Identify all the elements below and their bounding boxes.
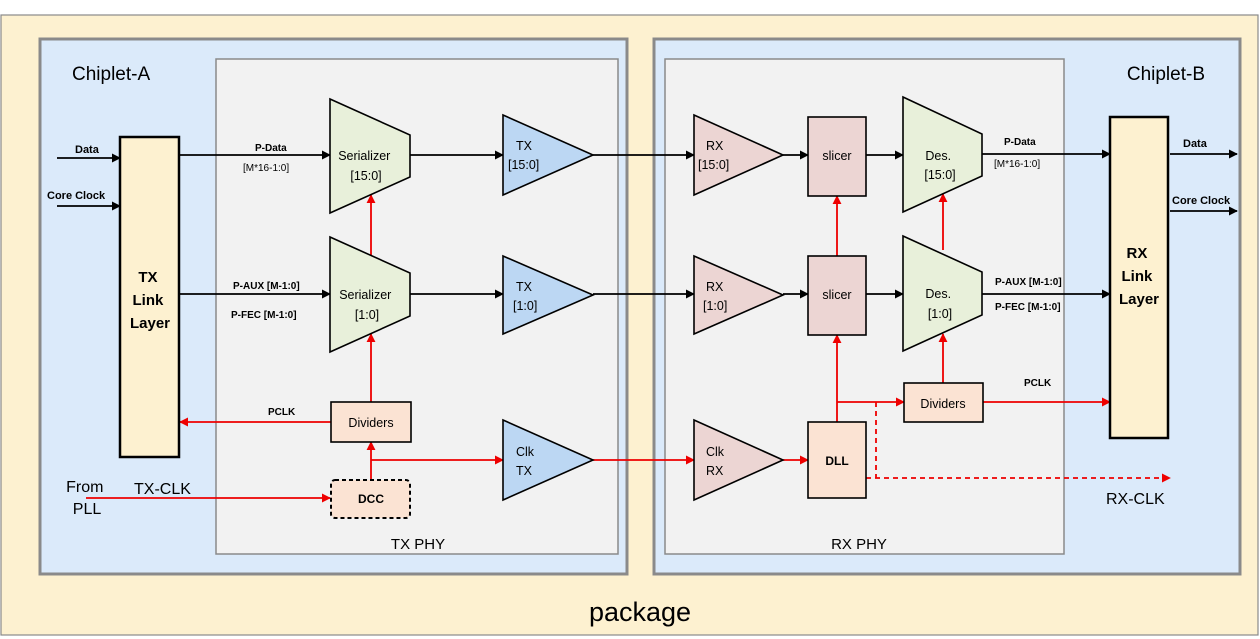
deserializer-data-width: [15:0]: [924, 168, 955, 182]
clk-tx-label-1: Clk: [516, 445, 535, 459]
rx-link-layer: RX Link Layer: [1108, 115, 1170, 440]
serializer-aux: Serializer [1:0]: [329, 235, 411, 354]
deserializer-aux-width: [1:0]: [928, 307, 952, 321]
rx-receiver-aux-label: RX: [706, 280, 724, 294]
svg-text:Des. [15:0]: Des. [15:0]: [924, 149, 955, 182]
tx-driver-aux: TX [1:0]: [502, 254, 596, 336]
rx-link-layer-label-3: Layer: [1119, 291, 1159, 308]
output-core-clock-label: Core Clock: [1172, 195, 1231, 207]
rx-clk-label: RX-CLK: [1106, 491, 1165, 508]
svg-text:Serializer [15:0]: Serializer [15:0]: [338, 149, 394, 183]
svg-text:TX [15:0]: TX [15:0]: [508, 139, 539, 172]
tx-clk-label: TX-CLK: [134, 481, 191, 498]
svg-text:TX Link Layer: TX Link Layer: [130, 269, 170, 332]
serializer-data: Serializer [15:0]: [329, 97, 411, 215]
tx-driver-aux-width: [1:0]: [513, 299, 537, 313]
svg-text:RX [1:0]: RX [1:0]: [703, 280, 727, 313]
input-data-label: Data: [75, 144, 100, 156]
tx-dividers-label: Dividers: [348, 416, 393, 430]
clk-rx-receiver: Clk RX: [693, 418, 785, 502]
rx-receiver-data-width: [15:0]: [698, 158, 729, 172]
clk-rx-label-1: Clk: [706, 445, 725, 459]
dcc-block: DCC: [330, 479, 411, 519]
serializer-data-label: Serializer: [338, 149, 390, 163]
svg-text:RX [15:0]: RX [15:0]: [698, 139, 729, 172]
tx-link-layer-label-3: Layer: [130, 315, 170, 332]
rx-p-data-width-label: [M*16-1:0]: [994, 159, 1040, 170]
tx-p-fec-label: P-FEC [M-1:0]: [231, 310, 297, 321]
rx-phy-label: RX PHY: [831, 536, 887, 553]
tx-driver-aux-label: TX: [516, 280, 533, 294]
rx-dividers: Dividers: [903, 382, 984, 423]
clk-tx-label-2: TX: [516, 464, 533, 478]
tx-pclk-label: PCLK: [268, 407, 296, 418]
svg-text:Serializer [1:0]: Serializer [1:0]: [339, 288, 395, 322]
tx-driver-data: TX [15:0]: [502, 113, 595, 197]
slicer-aux-label: slicer: [822, 288, 851, 302]
deserializer-aux-label: Des.: [925, 287, 951, 301]
rx-receiver-aux-width: [1:0]: [703, 299, 727, 313]
svg-text:Clk RX: Clk RX: [706, 445, 728, 478]
clk-tx-driver: Clk TX: [502, 418, 595, 502]
svg-text:TX [1:0]: TX [1:0]: [513, 280, 537, 313]
rx-pclk-label: PCLK: [1024, 378, 1052, 389]
tx-p-data-label: P-Data: [255, 143, 287, 154]
tx-p-data-width-label: [M*16-1:0]: [243, 163, 289, 174]
rx-receiver-data: RX [15:0]: [693, 113, 785, 197]
dll-label: DLL: [825, 454, 848, 468]
from-pll-line-2: PLL: [73, 501, 102, 518]
rx-link-layer-label-1: RX: [1126, 245, 1147, 262]
clock-connections: [86, 193, 1111, 503]
tx-dividers: Dividers: [330, 401, 412, 443]
slicer-data-label: slicer: [822, 149, 851, 163]
tx-link-layer-label-2: Link: [132, 292, 163, 309]
slicer-aux: slicer: [807, 255, 867, 336]
rx-clk-dashed-path: [866, 402, 1171, 483]
clk-rx-label-2: RX: [706, 464, 724, 478]
tx-link-layer-label-1: TX: [138, 269, 157, 286]
dcc-label: DCC: [358, 492, 384, 506]
rx-p-fec-label: P-FEC [M-1:0]: [995, 302, 1061, 313]
input-core-clock-label: Core Clock: [47, 190, 106, 202]
tx-driver-data-label: TX: [516, 139, 533, 153]
rx-receiver-aux: RX [1:0]: [693, 254, 785, 336]
svg-text:Des. [1:0]: Des. [1:0]: [925, 287, 954, 321]
svg-text:Clk TX: Clk TX: [516, 445, 538, 478]
serializer-data-width: [15:0]: [350, 169, 381, 183]
from-pll-line-1: From: [66, 479, 103, 496]
serializer-aux-label: Serializer: [339, 288, 391, 302]
rx-link-layer-label-2: Link: [1121, 268, 1152, 285]
package-label: package: [589, 597, 691, 627]
rx-receiver-data-label: RX: [706, 139, 724, 153]
deserializer-data: Des. [15:0]: [902, 95, 983, 214]
dll-block: DLL: [807, 421, 867, 499]
deserializer-aux: Des. [1:0]: [902, 234, 983, 353]
deserializer-data-label: Des.: [925, 149, 951, 163]
tx-phy-label: TX PHY: [391, 536, 445, 553]
rx-p-data-label: P-Data: [1004, 137, 1036, 148]
tx-p-aux-label: P-AUX [M-1:0]: [233, 281, 300, 292]
serializer-aux-width: [1:0]: [355, 308, 379, 322]
chiplet-a-title: Chiplet-A: [72, 64, 150, 85]
tx-driver-data-width: [15:0]: [508, 158, 539, 172]
rx-p-aux-label: P-AUX [M-1:0]: [995, 277, 1062, 288]
svg-text:RX Link Layer: RX Link Layer: [1119, 245, 1159, 308]
from-pll-label: From PLL: [66, 479, 108, 518]
data-connections: [57, 149, 1238, 299]
tx-link-layer: TX Link Layer: [118, 135, 181, 459]
rx-dividers-label: Dividers: [920, 397, 965, 411]
slicer-data: slicer: [807, 116, 867, 197]
output-data-label: Data: [1183, 138, 1208, 150]
chiplet-b-title: Chiplet-B: [1127, 64, 1205, 85]
